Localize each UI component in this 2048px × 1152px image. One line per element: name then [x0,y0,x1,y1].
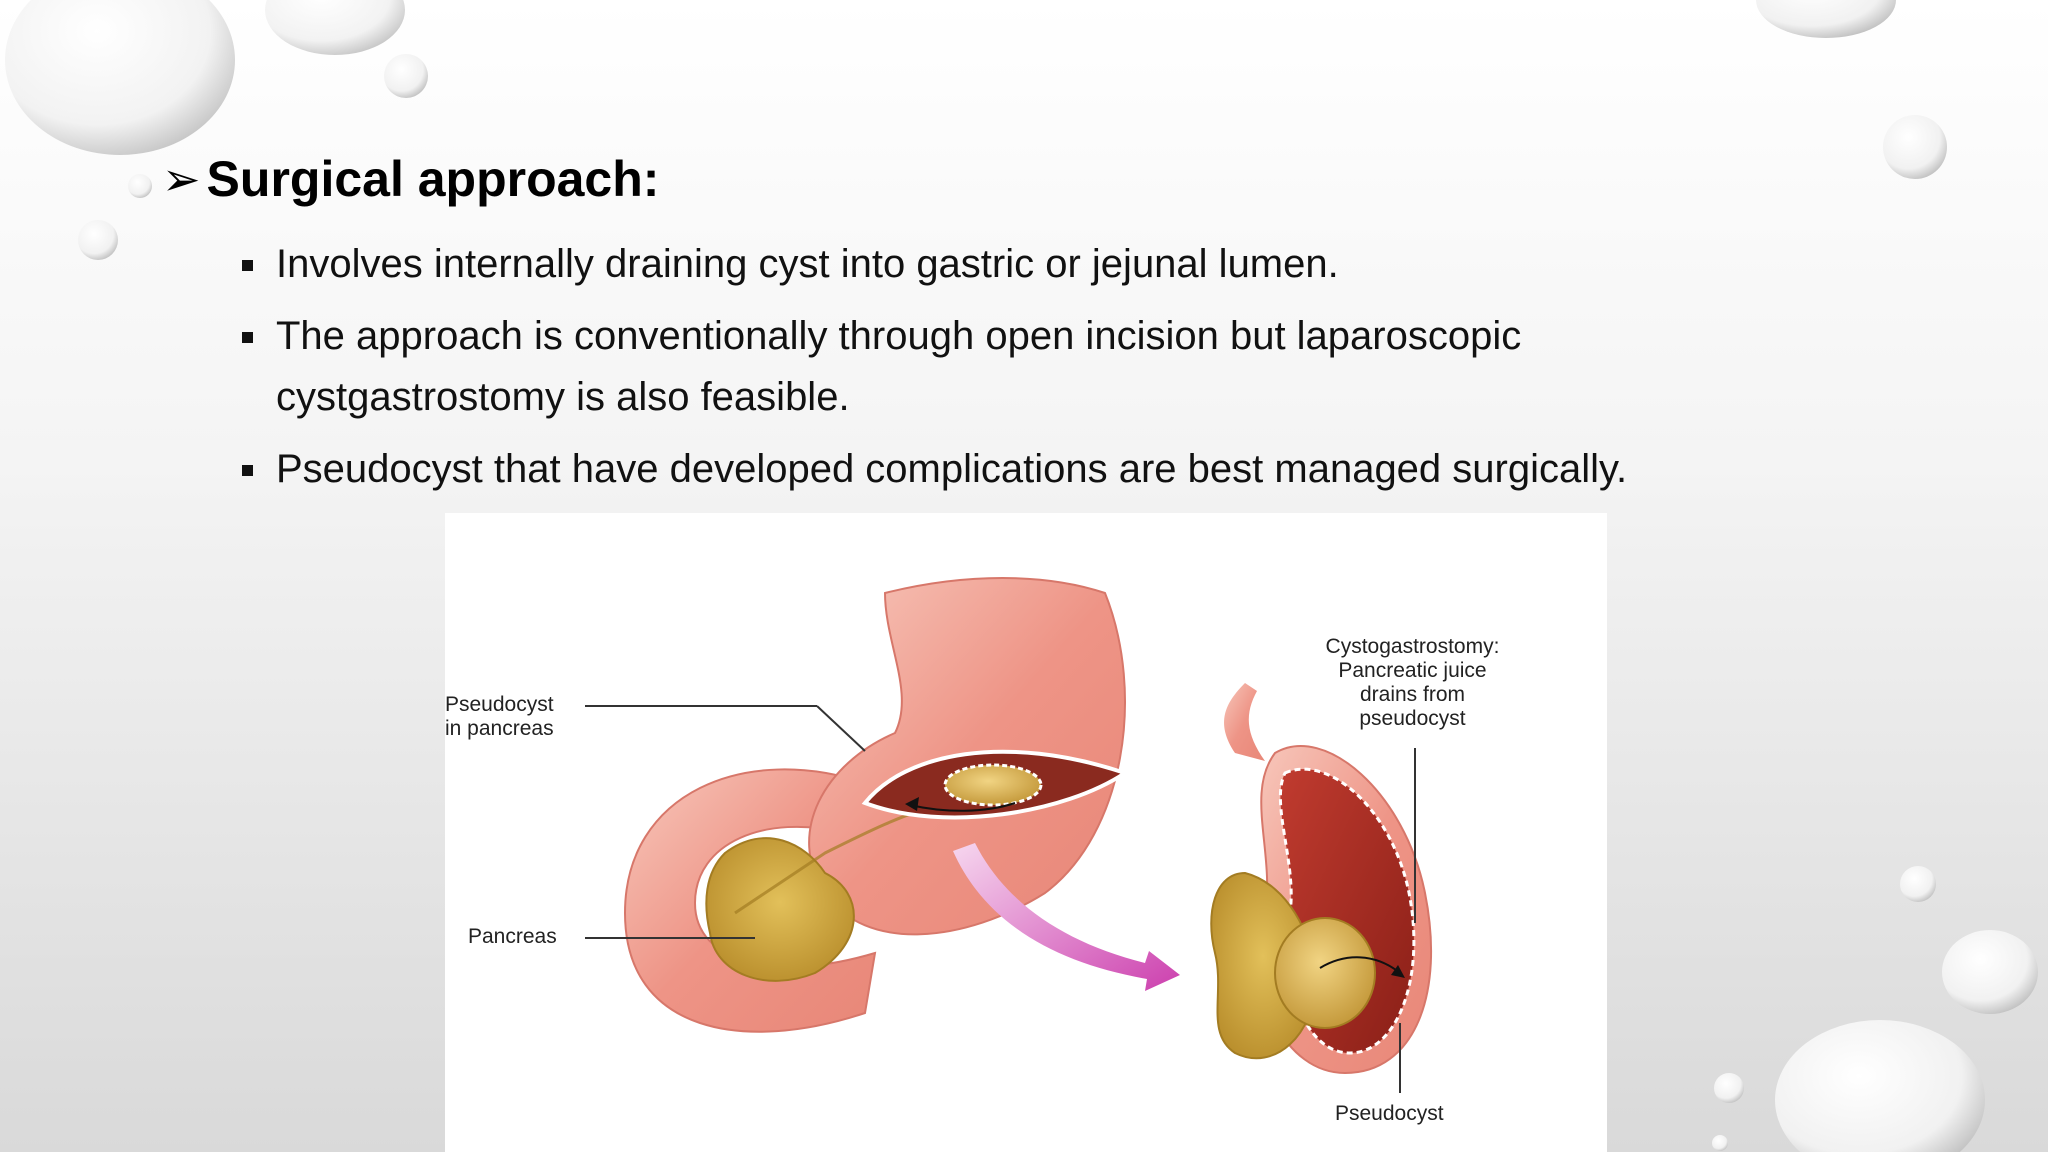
label-cystogastrostomy: Cystogastrostomy: Pancreatic juice drain… [1290,635,1535,731]
label-line: Pancreatic juice [1338,659,1487,682]
pancreas [705,837,855,982]
label-line: in pancreas [445,717,554,740]
cystogastrostomy-illustration: Pseudocyst in pancreas Pancreas Cystogas… [445,513,1607,1152]
drain-arrow [909,802,1016,812]
label-pancreas: Pancreas [468,925,557,948]
label-line: Pseudocyst [445,693,554,716]
square-bullet-icon [242,260,253,271]
label-line: drains from [1359,683,1466,706]
arrowhead-bullet-icon: ➢ [162,153,201,205]
transition-arrow [953,843,1180,991]
droplet [5,0,235,155]
droplet [1756,0,1896,38]
droplet [265,0,405,55]
drain-arrowhead [905,797,919,811]
square-bullet-icon [242,332,253,343]
droplet [1712,1135,1728,1151]
label-line: Cystogastrostomy: [1325,635,1500,658]
label-line: pseudocyst [1359,707,1466,730]
bullet-text: Pseudocyst that have developed complicat… [276,447,1628,491]
droplet [78,220,118,260]
bullet-item: The approach is conventionally through o… [238,306,1798,428]
slide-heading: ➢ Surgical approach: [162,150,659,208]
droplet [1942,930,2038,1014]
droplet [1714,1073,1744,1103]
pseudocyst-right [1274,917,1376,1029]
juice-arrowhead [1391,965,1405,978]
droplet [1900,866,1936,902]
pseudocyst-in-incision [943,763,1043,807]
square-bullet-icon [242,465,253,476]
droplet [384,54,428,98]
droplet [1775,1020,1985,1152]
leader-line-pseudocyst-pancreas-diag [816,705,866,752]
bullet-item: Pseudocyst that have developed complicat… [238,439,1798,500]
droplet [1883,115,1947,179]
droplet [128,174,152,198]
heading-text: Surgical approach: [206,151,660,207]
esophagus [1224,683,1265,761]
anatomy-drawing [585,577,1432,1093]
bullet-list: Involves internally draining cyst into g… [238,234,1798,511]
bullet-text: The approach is conventionally through o… [276,314,1522,419]
juice-arrow [1319,956,1401,974]
bullet-item: Involves internally draining cyst into g… [238,234,1798,295]
label-pseudocyst-in-pancreas: Pseudocyst in pancreas [445,693,554,741]
label-pseudocyst: Pseudocyst [1335,1102,1444,1125]
bullet-text: Involves internally draining cyst into g… [276,242,1339,286]
